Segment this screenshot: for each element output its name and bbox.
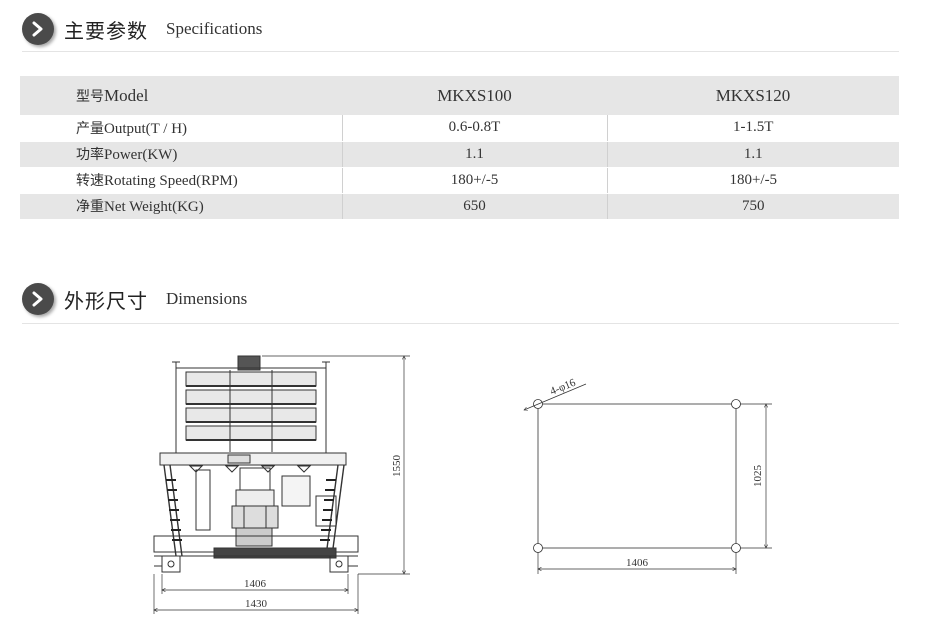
dimensions-title-en: Dimensions [166, 289, 248, 308]
row-label-en: Power(KW) [104, 147, 178, 163]
specifications-table: 型号Model MKXS100 MKXS120 产量Output(T / H) … [20, 76, 899, 220]
row-value-1: 0.6-0.8T [341, 115, 607, 142]
specifications-title-en: Specifications [166, 19, 263, 38]
header-label-en: Model [104, 85, 149, 105]
plan-height-label: 1025 [752, 465, 764, 488]
front-view-drawing [154, 356, 410, 614]
row-value-2: 180+/-5 [606, 167, 899, 194]
dimensions-divider [22, 323, 899, 324]
dimensions-heading: 外形尺寸 Dimensions [22, 283, 247, 315]
header-model-label: 型号Model [20, 76, 342, 115]
front-outer-width-label: 1430 [245, 598, 268, 610]
row-label-zh: 产量 [76, 120, 104, 137]
header-model-2: MKXS120 [607, 76, 899, 115]
row-label-en: Output(T / H) [104, 120, 188, 137]
row-label-zh: 净重 [76, 199, 104, 215]
table-row: 转速Rotating Speed(RPM) 180+/-5 180+/-5 [20, 167, 899, 194]
specifications-heading: 主要参数 Specifications [22, 13, 262, 45]
row-label-en: Rotating Speed(RPM) [104, 173, 238, 189]
header-model-1: MKXS100 [342, 76, 607, 115]
row-label: 转速Rotating Speed(RPM) [20, 167, 342, 194]
table-row: 产量Output(T / H) 0.6-0.8T 1-1.5T [20, 115, 899, 142]
dimensions-title-zh: 外形尺寸 [64, 288, 148, 313]
plan-width-label: 1406 [626, 557, 649, 569]
base-plan-drawing [524, 383, 772, 574]
row-label: 功率Power(KW) [20, 141, 342, 168]
front-inner-width-label: 1406 [244, 578, 267, 590]
row-value-2: 1.1 [606, 141, 899, 168]
row-label-zh: 转速 [76, 173, 104, 189]
chevron-right-icon [22, 283, 54, 315]
table-header-row: 型号Model MKXS100 MKXS120 [20, 76, 899, 115]
row-label-zh: 功率 [76, 147, 104, 163]
hole-spec-label: 4-φ16 [548, 377, 578, 398]
specifications-divider [22, 51, 899, 52]
front-height-label: 1550 [391, 455, 403, 478]
row-label: 净重Net Weight(KG) [20, 193, 342, 220]
row-value-2: 1-1.5T [606, 115, 899, 142]
row-label-en: Net Weight(KG) [104, 199, 204, 215]
row-label: 产量Output(T / H) [20, 115, 342, 142]
row-value-1: 1.1 [341, 141, 607, 168]
row-value-1: 650 [341, 193, 607, 220]
row-value-1: 180+/-5 [341, 167, 607, 194]
header-label-zh: 型号 [76, 88, 104, 105]
chevron-right-icon [22, 13, 54, 45]
row-value-2: 750 [606, 193, 899, 220]
specifications-title-zh: 主要参数 [64, 18, 148, 43]
table-row: 功率Power(KW) 1.1 1.1 [20, 141, 899, 168]
table-row: 净重Net Weight(KG) 650 750 [20, 193, 899, 220]
